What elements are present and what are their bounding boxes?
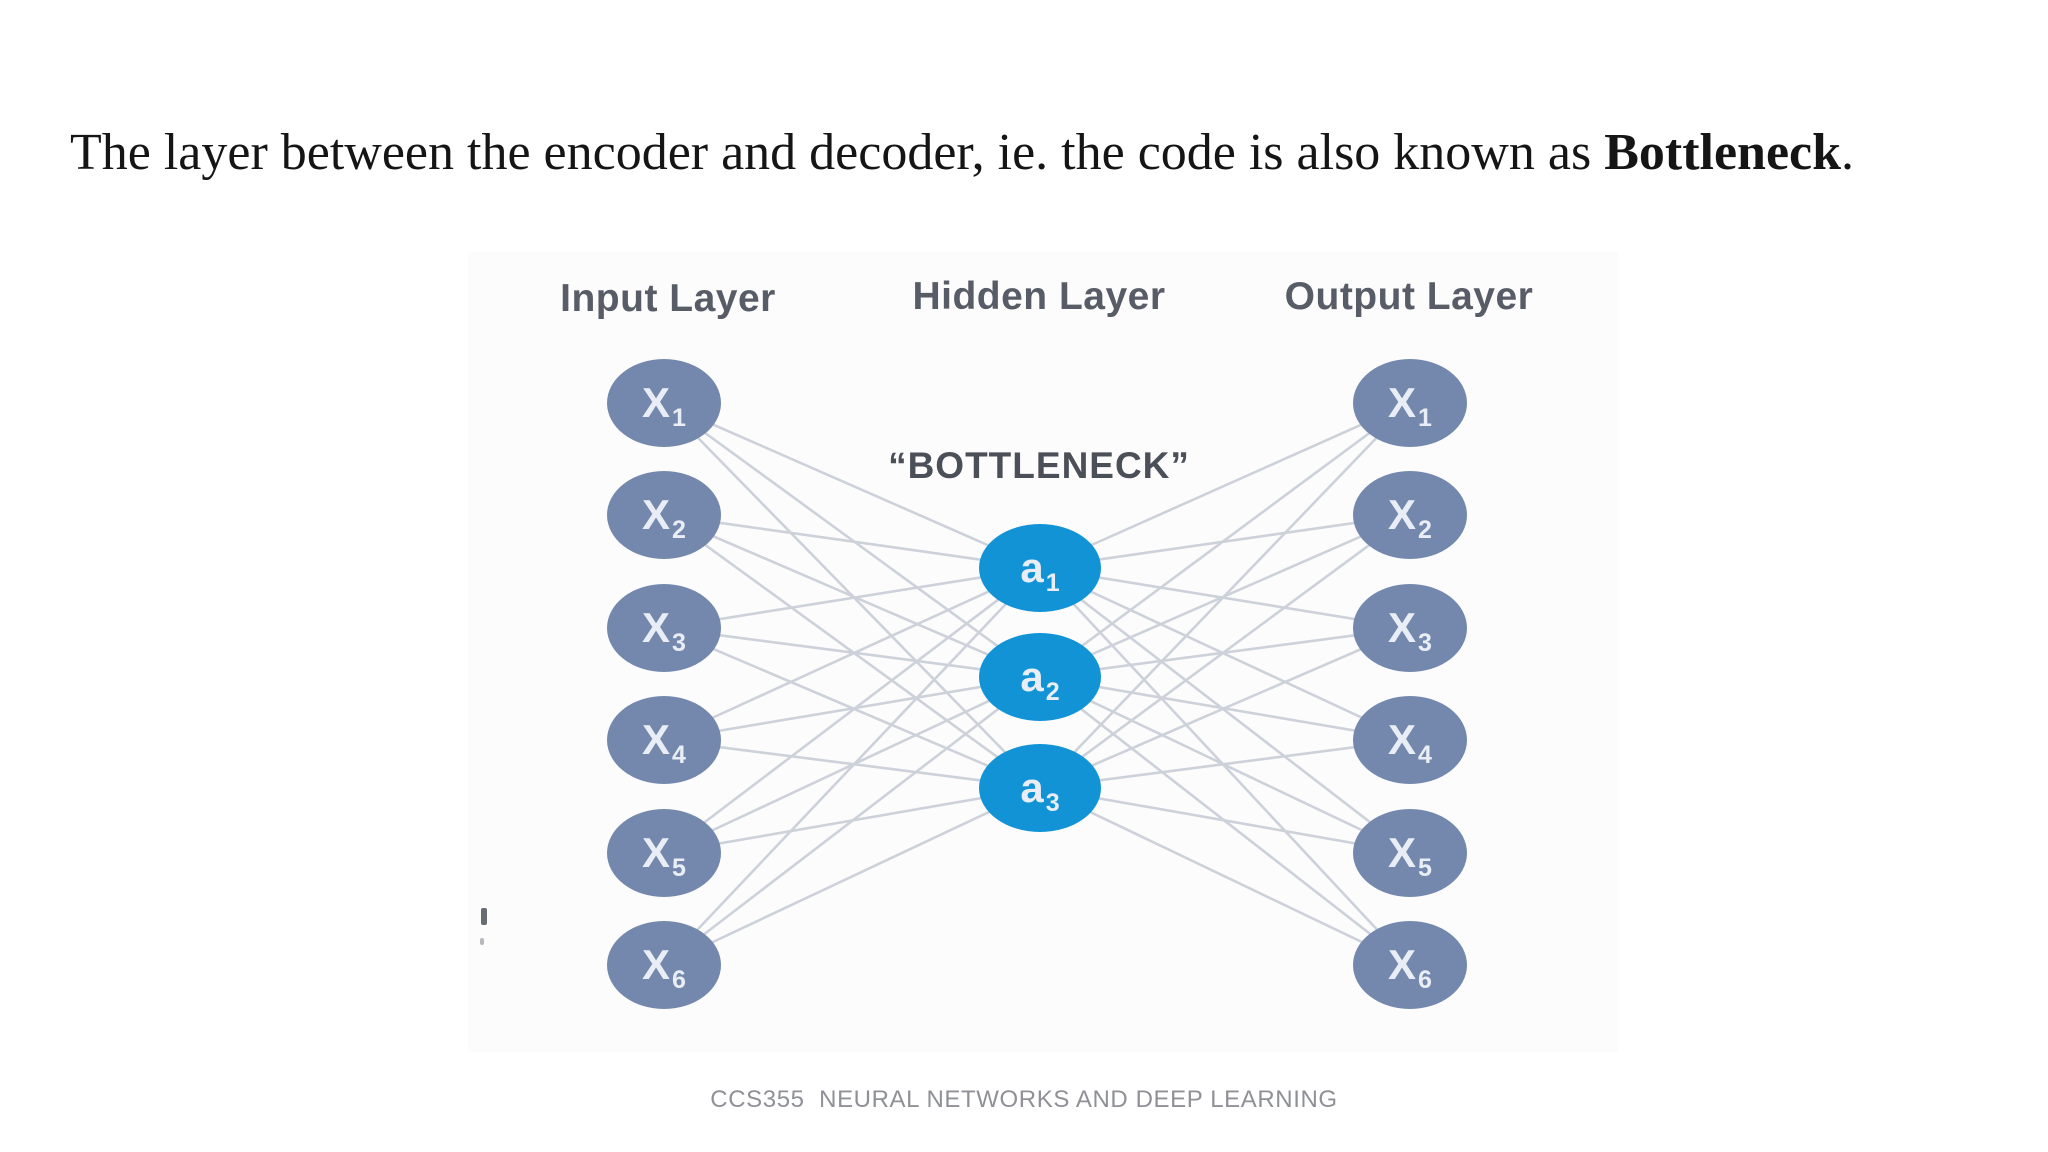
node-subscript: 1 (1045, 568, 1060, 597)
edge-line (662, 401, 1042, 570)
node-label: X (642, 941, 671, 988)
title-text: The layer between the encoder and decode… (70, 124, 1605, 181)
edge-line (1038, 786, 1412, 967)
edge-line (1038, 566, 1412, 855)
node-label: X (1388, 716, 1417, 763)
edge-line (1038, 738, 1412, 790)
node-subscript: 1 (672, 403, 686, 432)
node-subscript: 2 (1418, 515, 1432, 544)
node-label: X (1388, 829, 1417, 876)
title-period: . (1841, 124, 1855, 181)
edge-line (662, 675, 1042, 967)
edge-line (662, 566, 1042, 855)
node-subscript: 3 (1418, 628, 1432, 657)
node-subscript: 5 (672, 853, 686, 882)
node-subscript: 4 (672, 740, 686, 769)
edge-line (662, 675, 1042, 742)
edge-line (1038, 566, 1412, 967)
edge-line (662, 566, 1042, 630)
edge-line (1038, 566, 1412, 630)
edge-line (1038, 401, 1412, 790)
edge-line (662, 513, 1042, 570)
node-subscript: 6 (672, 965, 686, 994)
node-label: X (642, 491, 671, 538)
output-layer-label: Output Layer (1284, 275, 1534, 318)
node-label: a (1020, 764, 1044, 811)
edge-line (662, 566, 1042, 742)
node-subscript: 3 (672, 628, 686, 657)
edge-line (662, 401, 1042, 679)
edge-line (1038, 566, 1412, 742)
node-subscript: 3 (1045, 788, 1060, 817)
edge-line (662, 513, 1042, 679)
node-subscript: 2 (1045, 677, 1060, 706)
node-label: X (1388, 604, 1417, 651)
node-subscript: 2 (672, 515, 686, 544)
stray-dot (480, 938, 484, 945)
edge-line (662, 626, 1042, 679)
node-label: X (1388, 491, 1417, 538)
node-subscript: 1 (1418, 403, 1432, 432)
slide-title: The layer between the encoder and decode… (70, 122, 1990, 184)
slide-footer: CCS355 NEURAL NETWORKS AND DEEP LEARNING (710, 1086, 1338, 1113)
input-layer-label: Input Layer (560, 277, 776, 320)
node-subscript: 5 (1418, 853, 1432, 882)
edge-line (662, 566, 1042, 967)
edge-line (1038, 626, 1412, 790)
stray-mark (481, 908, 487, 925)
edge-line (1038, 513, 1412, 790)
bottleneck-label: “BOTTLENECK” (888, 445, 1190, 486)
edge-line (662, 786, 1042, 967)
edge-line (1038, 401, 1412, 679)
node-subscript: 4 (1418, 740, 1432, 769)
node-label: X (642, 379, 671, 426)
node-label: a (1020, 544, 1044, 591)
node-label: a (1020, 653, 1044, 700)
edge-line (1038, 401, 1412, 570)
hidden-layer-label: Hidden Layer (912, 275, 1166, 318)
title-bold-term: Bottleneck (1604, 124, 1842, 181)
node-label: X (1388, 941, 1417, 988)
node-label: X (1388, 379, 1417, 426)
node-label: X (642, 716, 671, 763)
node-subscript: 6 (1418, 965, 1432, 994)
edge-line (1038, 786, 1412, 855)
node-label: X (642, 829, 671, 876)
node-label: X (642, 604, 671, 651)
